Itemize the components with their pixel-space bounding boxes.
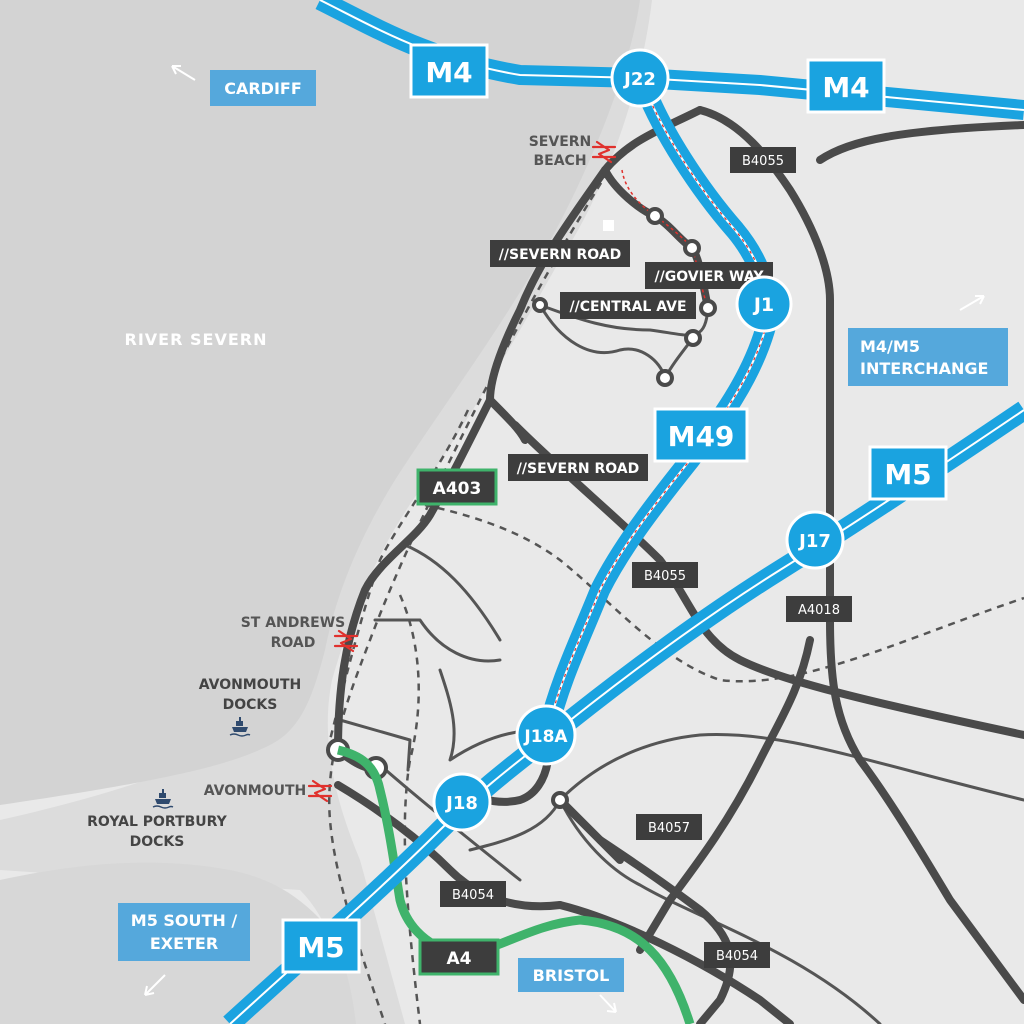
junction-label: J1 (752, 294, 774, 316)
road-label-text: A4 (447, 949, 472, 969)
arrow-southeast-icon (599, 994, 617, 1013)
junction-j22: J22 (610, 48, 670, 108)
motorway-shield-m4-west: M4 (409, 43, 489, 99)
junction-label: J18 (444, 793, 478, 814)
junction-label: J22 (622, 69, 656, 90)
road-label-text: A4018 (798, 603, 840, 618)
motorway-shield-text: M4 (822, 71, 869, 104)
road-label-b4055-south: B4055 (632, 562, 698, 588)
place-label-line2: DOCKS (130, 834, 185, 850)
junction-label: J18A (523, 727, 568, 747)
motorway-shield-m5-north: M5 (868, 445, 948, 501)
junction-j18: J18 (432, 772, 492, 832)
river-severn-water (0, 0, 640, 805)
place-label-line1: AVONMOUTH (199, 677, 302, 693)
destination-m5-south-line1: M5 SOUTH / (131, 911, 238, 930)
station-marker (603, 220, 614, 231)
motorway-shield-m4-east: M4 (806, 58, 886, 114)
place-label-line1: ROYAL PORTBURY (87, 814, 228, 830)
place-label-line1: ST ANDREWS (241, 615, 346, 631)
arrow-northeast-icon (959, 295, 985, 311)
place-label-line1: AVONMOUTH (204, 783, 307, 799)
destination-interchange-line2: INTERCHANGE (860, 359, 988, 378)
motorways (223, 0, 1024, 1024)
junction-label: J17 (797, 531, 831, 552)
severn-beach-rail-red (621, 169, 709, 309)
road-label-central-ave: //CENTRAL AVE (560, 292, 696, 319)
road-label-b4054-east: B4054 (704, 942, 770, 968)
destination-cardiff-label: CARDIFF (224, 79, 302, 98)
place-label-line2: BEACH (533, 153, 586, 169)
junction-j17: J17 (785, 510, 845, 570)
road-label-severn-road-north: //SEVERN ROAD (490, 240, 630, 267)
place-avonmouth-docks: AVONMOUTH DOCKS (199, 677, 302, 737)
road-label-text: B4054 (452, 888, 494, 903)
place-avonmouth: AVONMOUTH (204, 779, 333, 803)
road-label-text: B4055 (742, 154, 784, 169)
road-label-text: //SEVERN ROAD (499, 247, 621, 263)
motorway-shield-m49: M49 (653, 407, 749, 463)
motorway-shield-text: M49 (668, 420, 735, 453)
road-label-text: B4057 (648, 821, 690, 836)
destination-cardiff: CARDIFF (171, 65, 316, 106)
road-label-text: B4054 (716, 949, 758, 964)
road-label-text: A403 (433, 479, 482, 499)
road-label-severn-road-south: //SEVERN ROAD (508, 454, 648, 481)
road-label-text: //CENTRAL AVE (569, 299, 686, 315)
water-label-river-severn: RIVER SEVERN (125, 330, 268, 349)
place-label-line2: ROAD (271, 635, 316, 651)
destination-bristol: BRISTOL (518, 958, 624, 1013)
motorway-shield-text: M4 (425, 56, 472, 89)
road-label-b4057: B4057 (636, 814, 702, 840)
place-label-line1: SEVERN (529, 134, 592, 150)
junction-j18a: J18A (515, 704, 577, 766)
destination-m5-south-line2: EXETER (150, 934, 218, 953)
motorway-shield-text: M5 (297, 931, 344, 964)
road-label-b4054-west: B4054 (440, 881, 506, 907)
motorway-shield-text: M5 (884, 458, 931, 491)
destination-interchange: M4/M5 INTERCHANGE (848, 295, 1008, 386)
road-label-b4055-north: B4055 (730, 147, 796, 173)
route-nodes (326, 207, 717, 809)
road-label-text: B4055 (644, 569, 686, 584)
road-label-text: //GOVIER WAY (655, 269, 765, 285)
destination-bristol-label: BRISTOL (533, 966, 610, 985)
arrow-northwest-icon (171, 65, 196, 81)
arrow-southwest-icon (144, 974, 166, 996)
road-label-a4: A4 (418, 938, 500, 976)
place-severn-beach: SEVERN BEACH (529, 134, 617, 169)
road-label-a403: A403 (416, 468, 498, 506)
place-royal-portbury-docks: ROYAL PORTBURY DOCKS (87, 788, 228, 850)
destination-m5-south-exeter: M5 SOUTH / EXETER (118, 903, 250, 996)
place-label-line2: DOCKS (223, 697, 278, 713)
motorway-shield-m5-south: M5 (281, 918, 361, 974)
junction-j1: J1 (735, 275, 793, 333)
road-label-a4018: A4018 (786, 596, 852, 622)
destination-interchange-line1: M4/M5 (860, 337, 920, 356)
road-label-text: //SEVERN ROAD (517, 461, 639, 477)
place-st-andrews-road: ST ANDREWS ROAD (241, 615, 359, 653)
